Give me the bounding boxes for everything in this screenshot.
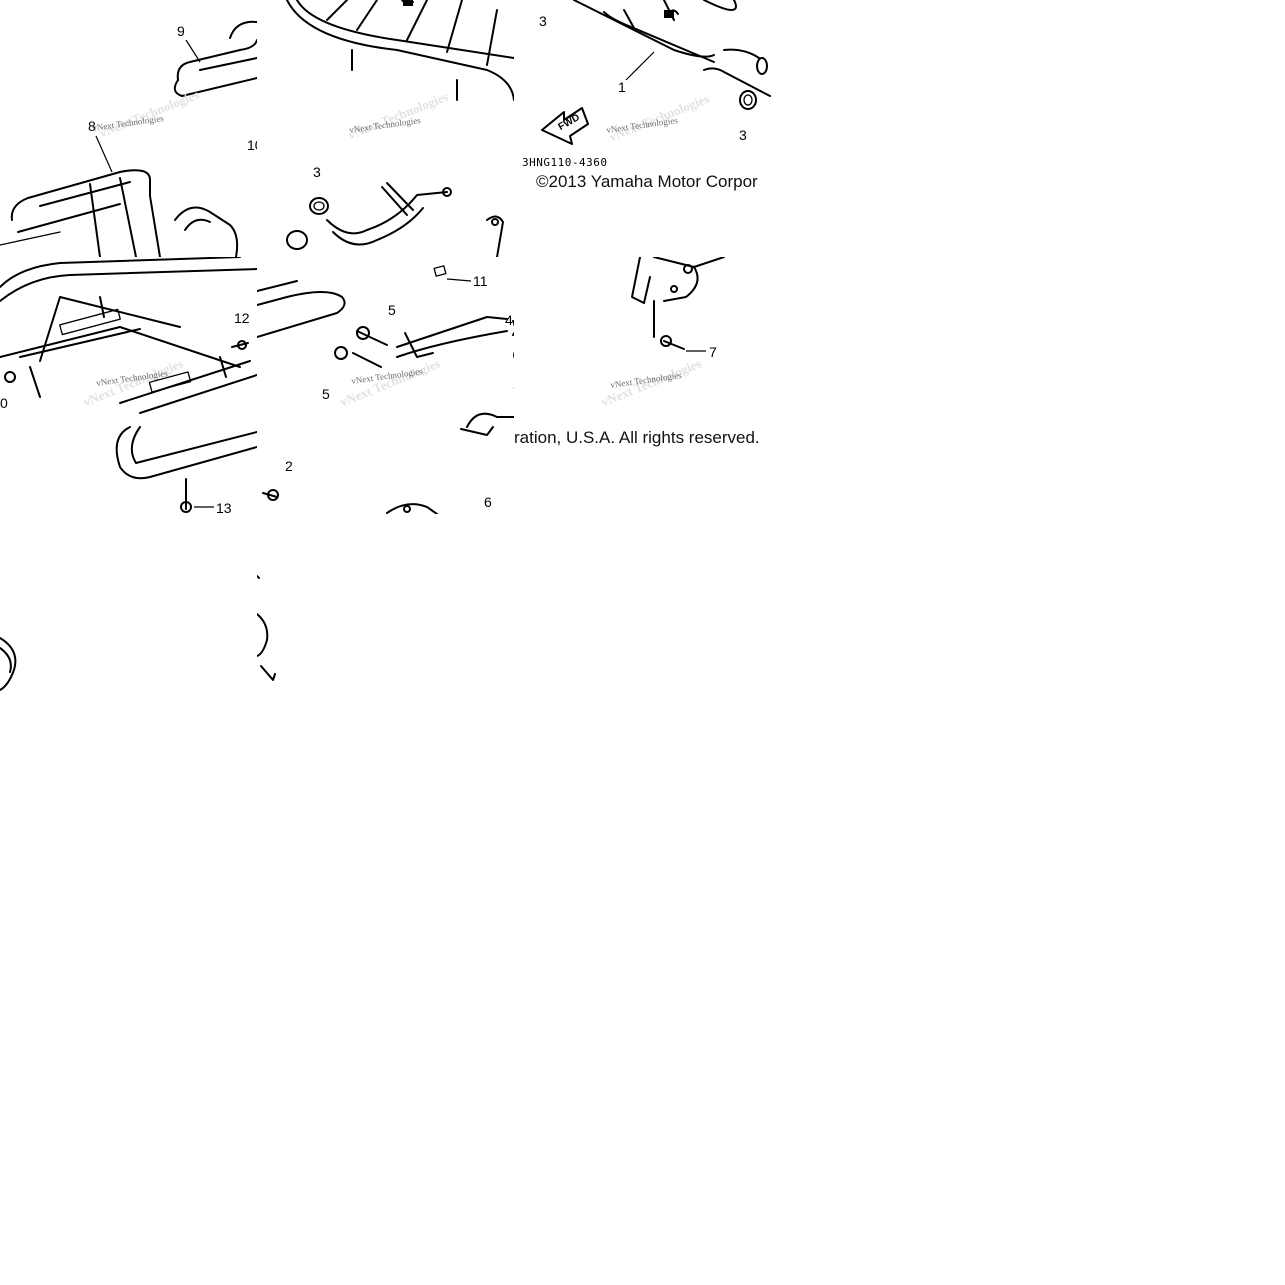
callout-11: 11 [473,273,488,289]
callout-10: 0 [0,395,8,411]
stay-corner-drawing [257,575,276,681]
rack-crossbar-drawing [286,0,514,257]
leader-1 [625,51,655,81]
callout-7: 7 [709,344,717,360]
diagram-tile-stay-lower-middle: 11 5 5 4 3 2 2 6 vNext Technologies vNex… [257,257,514,514]
diagram-tile-rack-upper-left: 9 8 10 vNext Technologies vNext Technolo… [0,0,257,257]
callout-8: 8 [88,118,96,134]
drawing-code: 3HNG110-4360 [522,156,608,169]
leader-9 [185,39,201,63]
callout-2-right: 2 [513,377,514,391]
callout-5-lower: 5 [322,386,330,402]
bracket-drawing [541,0,771,145]
diagram-tile-bracket-lower-right: 7 ration, U.S.A. All rights reserved. vN… [514,257,771,514]
leader-13 [194,506,214,508]
bracket-7-drawing [631,257,725,350]
callout-6: 6 [484,494,492,510]
callout-9: 9 [177,23,185,39]
leader-7 [686,350,706,352]
callout-1: 1 [618,79,626,95]
callout-3-lower: 3 [739,127,747,143]
stay-bolt-drawing [257,265,514,514]
copyright-part-1: ©2013 Yamaha Motor Corpor [536,172,758,191]
callout-2-lower: 2 [285,458,293,474]
callout-10: 10 [247,137,257,153]
diagram-tile-rack-upper-middle: 3 vNext Technologies vNext Technologies [257,0,514,257]
callout-13: 13 [216,500,232,514]
callout-3-top: 3 [539,13,547,29]
diagram-tile-rack-corner [0,514,257,771]
callout-12: 12 [234,310,250,326]
rack-lower-drawing [0,257,257,513]
leader-8 [95,135,113,173]
diagram-tile-rack-lower-left: 12 0 13 vNext Technologies vNext Technol… [0,257,257,514]
rear-rack-drawing [0,20,257,257]
rack-corner-drawing [0,637,17,691]
callout-3-grommet: 3 [313,164,321,180]
callout-5-upper: 5 [388,302,396,318]
callout-4: 4 [505,312,513,328]
diagram-tile-stay-corner [257,514,514,771]
diagram-tile-bracket-upper-right: 3 1 3 FWD 3HNG110-4360 ©2013 Yamaha Moto… [514,0,771,257]
copyright-part-2: ration, U.S.A. All rights reserved. [514,428,760,447]
leader-11 [446,278,472,282]
